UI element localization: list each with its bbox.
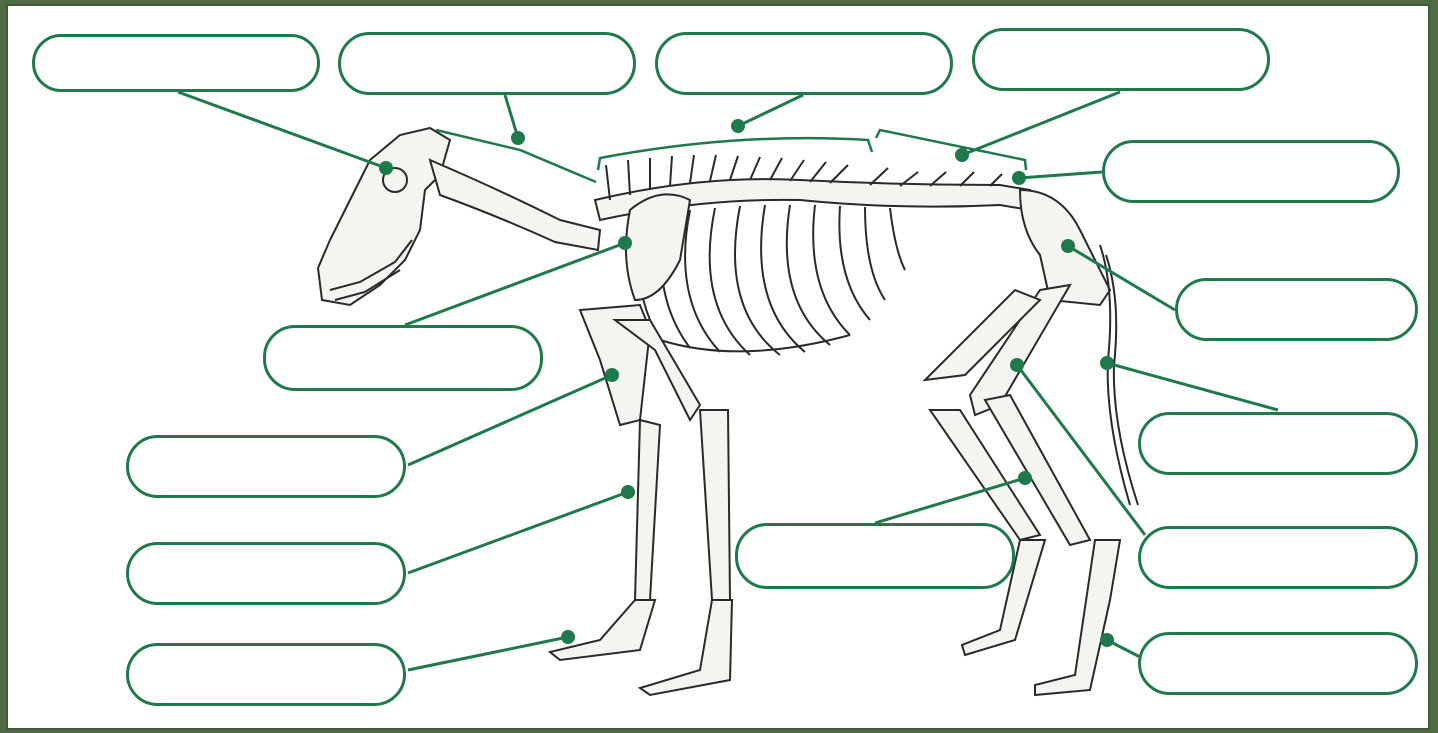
leader-lumbar: [962, 92, 1120, 155]
label-box-caudal-vertebrae[interactable]: [1138, 412, 1418, 475]
label-box-scapula[interactable]: [263, 325, 543, 391]
front-paw-left: [550, 600, 655, 660]
leader-radius: [408, 492, 628, 573]
label-box-hind-metatarsals[interactable]: [1138, 632, 1418, 695]
leader-phalanges: [408, 637, 568, 670]
hind-foot-near: [1035, 540, 1120, 695]
label-box-front-phalanges[interactable]: [126, 643, 406, 706]
scapula-bone: [626, 194, 690, 300]
leader-sacrum: [1019, 172, 1102, 178]
label-box-radius-ulna[interactable]: [126, 542, 406, 605]
leader-skull: [178, 92, 386, 168]
label-box-skull[interactable]: [32, 34, 320, 92]
radius-ulna-bone: [635, 420, 660, 600]
label-box-lumbar-vertebrae[interactable]: [972, 28, 1270, 91]
dog-skeleton: [318, 128, 1138, 695]
leader-thoracic: [738, 95, 803, 126]
label-box-femur[interactable]: [1138, 526, 1418, 589]
label-box-cervical-vertebrae[interactable]: [338, 32, 636, 95]
front-paw-right: [640, 600, 732, 695]
label-box-humerus[interactable]: [126, 435, 406, 498]
label-box-thoracic-vertebrae[interactable]: [655, 32, 953, 95]
label-box-sacrum[interactable]: [1102, 140, 1400, 203]
label-box-tibia-fibula[interactable]: [735, 523, 1015, 589]
skull-bone: [318, 128, 450, 305]
label-box-pelvis[interactable]: [1175, 278, 1418, 341]
leader-caudal: [1107, 363, 1278, 410]
